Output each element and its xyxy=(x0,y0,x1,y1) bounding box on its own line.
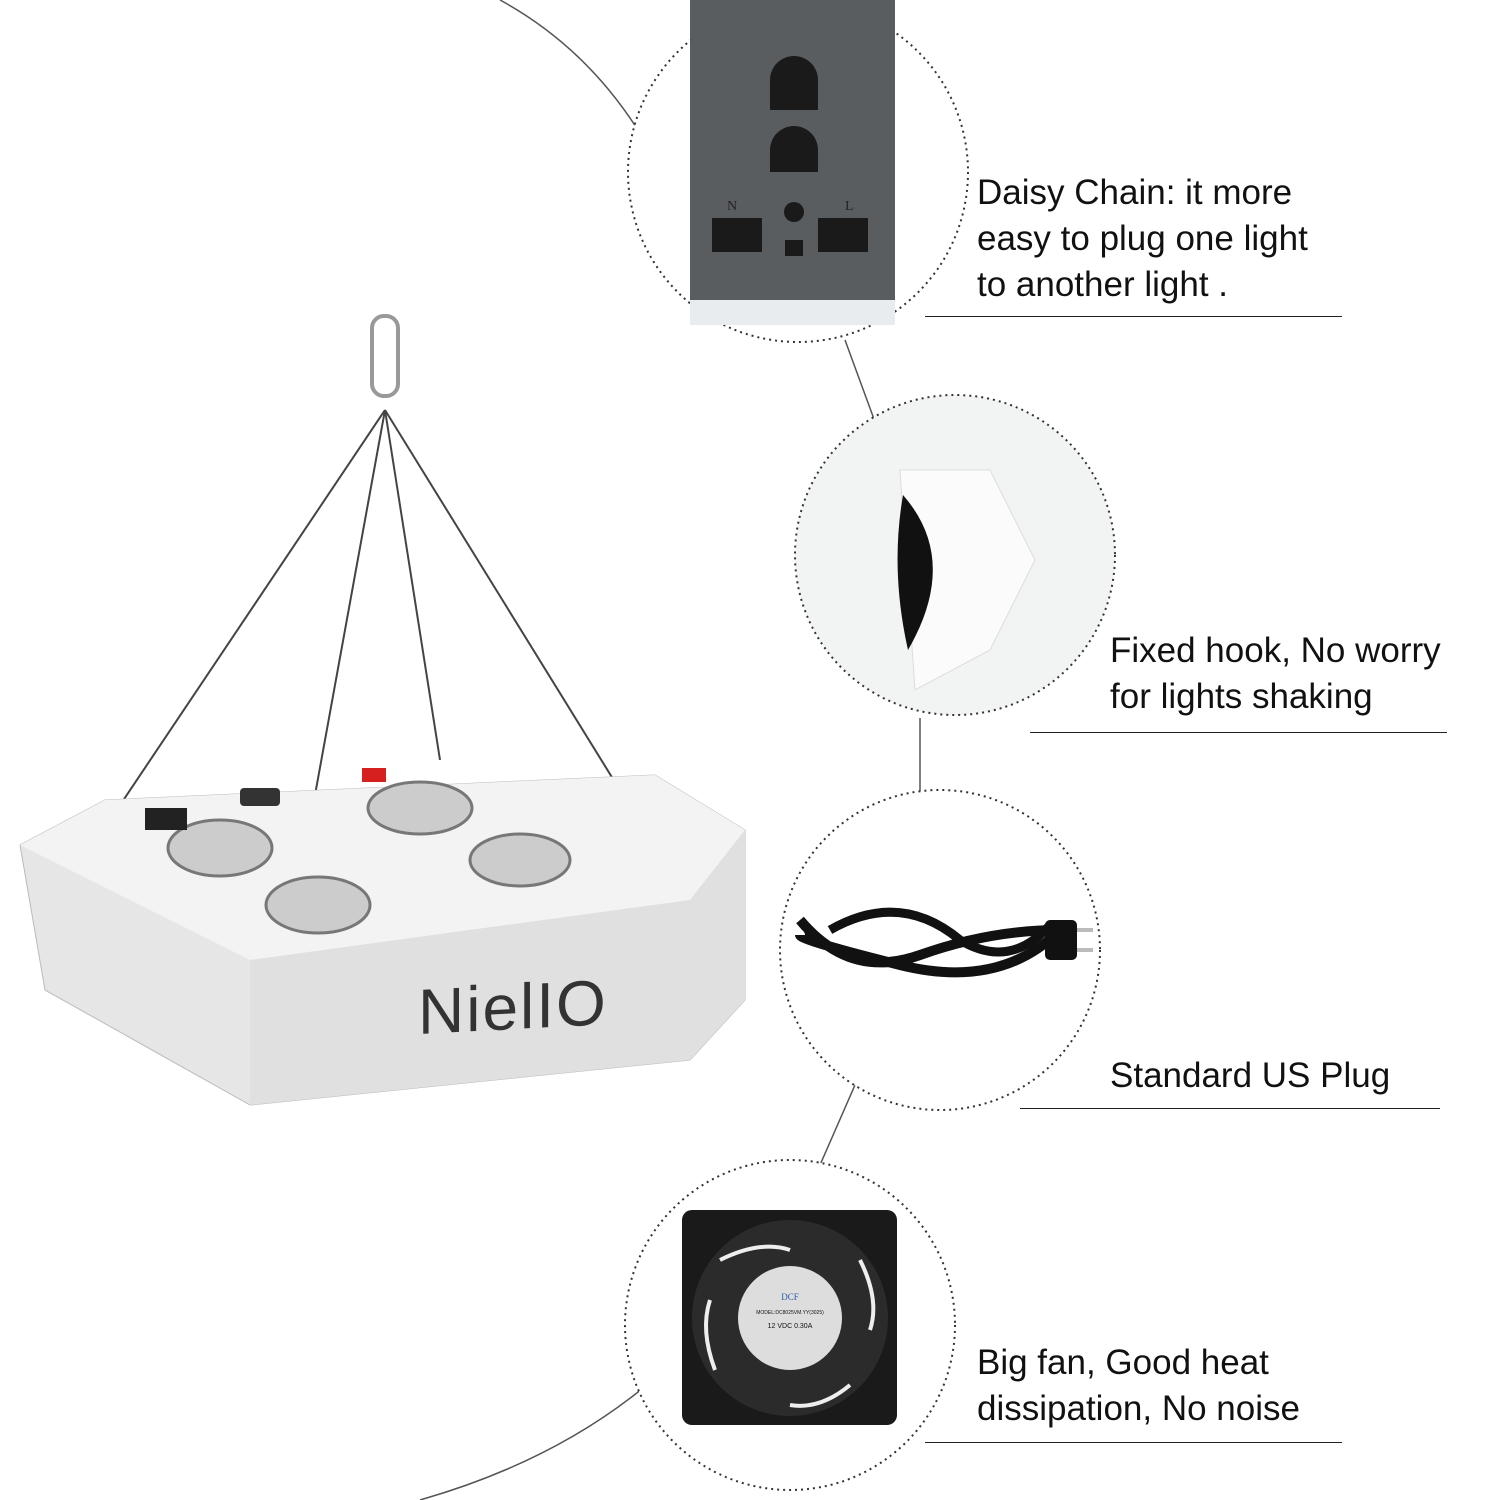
carabiner-icon xyxy=(370,314,400,398)
plug-detail-circle xyxy=(779,789,1101,1111)
connector-arc-bottom xyxy=(419,1377,656,1500)
hook-detail-circle xyxy=(794,394,1116,716)
socket-detail-circle: N L xyxy=(627,0,969,343)
fan-rating: 12 VDC 0.30A xyxy=(768,1323,813,1330)
socket-label-n: N xyxy=(727,199,737,214)
fan-model: MODEL:DC8025VM.YY(3025) xyxy=(756,1310,824,1316)
connector-line xyxy=(819,1084,856,1166)
fan-detail-circle: DCF MODEL:DC8025VM.YY(3025) 12 VDC 0.30A xyxy=(624,1159,956,1491)
underline xyxy=(1020,1108,1440,1109)
socket-label-l: L xyxy=(845,199,854,214)
grow-light-product xyxy=(19,314,746,1106)
underline xyxy=(925,316,1342,317)
underline xyxy=(1030,732,1447,733)
fan-maker: DCF xyxy=(781,1292,799,1302)
power-switch-icon xyxy=(362,768,386,782)
brand-logo: NielIO xyxy=(418,966,608,1048)
underline xyxy=(925,1442,1342,1443)
connector-line xyxy=(844,339,879,431)
caption-us-plug: Standard US Plug xyxy=(1110,1056,1391,1095)
